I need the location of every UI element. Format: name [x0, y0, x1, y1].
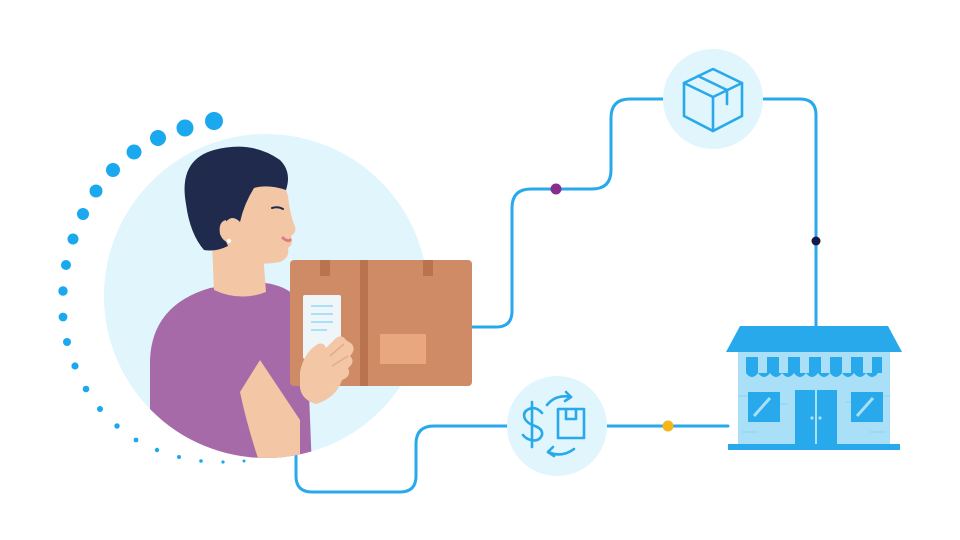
- line-exchange-to-person: [294, 424, 510, 494]
- line-package-to-store: [762, 97, 818, 328]
- person-with-box: [104, 134, 472, 458]
- hand: [300, 336, 354, 404]
- navy-node: [811, 236, 821, 246]
- package-bubble: [663, 49, 763, 149]
- exchange-bubble: [507, 376, 607, 476]
- exchange-icon: [521, 390, 586, 458]
- storefront: [726, 326, 902, 450]
- line-box-to-package: [470, 97, 666, 329]
- package-icon: [682, 67, 744, 133]
- yellow-node: [662, 420, 674, 432]
- dotted-arc: [58, 112, 246, 464]
- purple-node: [550, 183, 562, 195]
